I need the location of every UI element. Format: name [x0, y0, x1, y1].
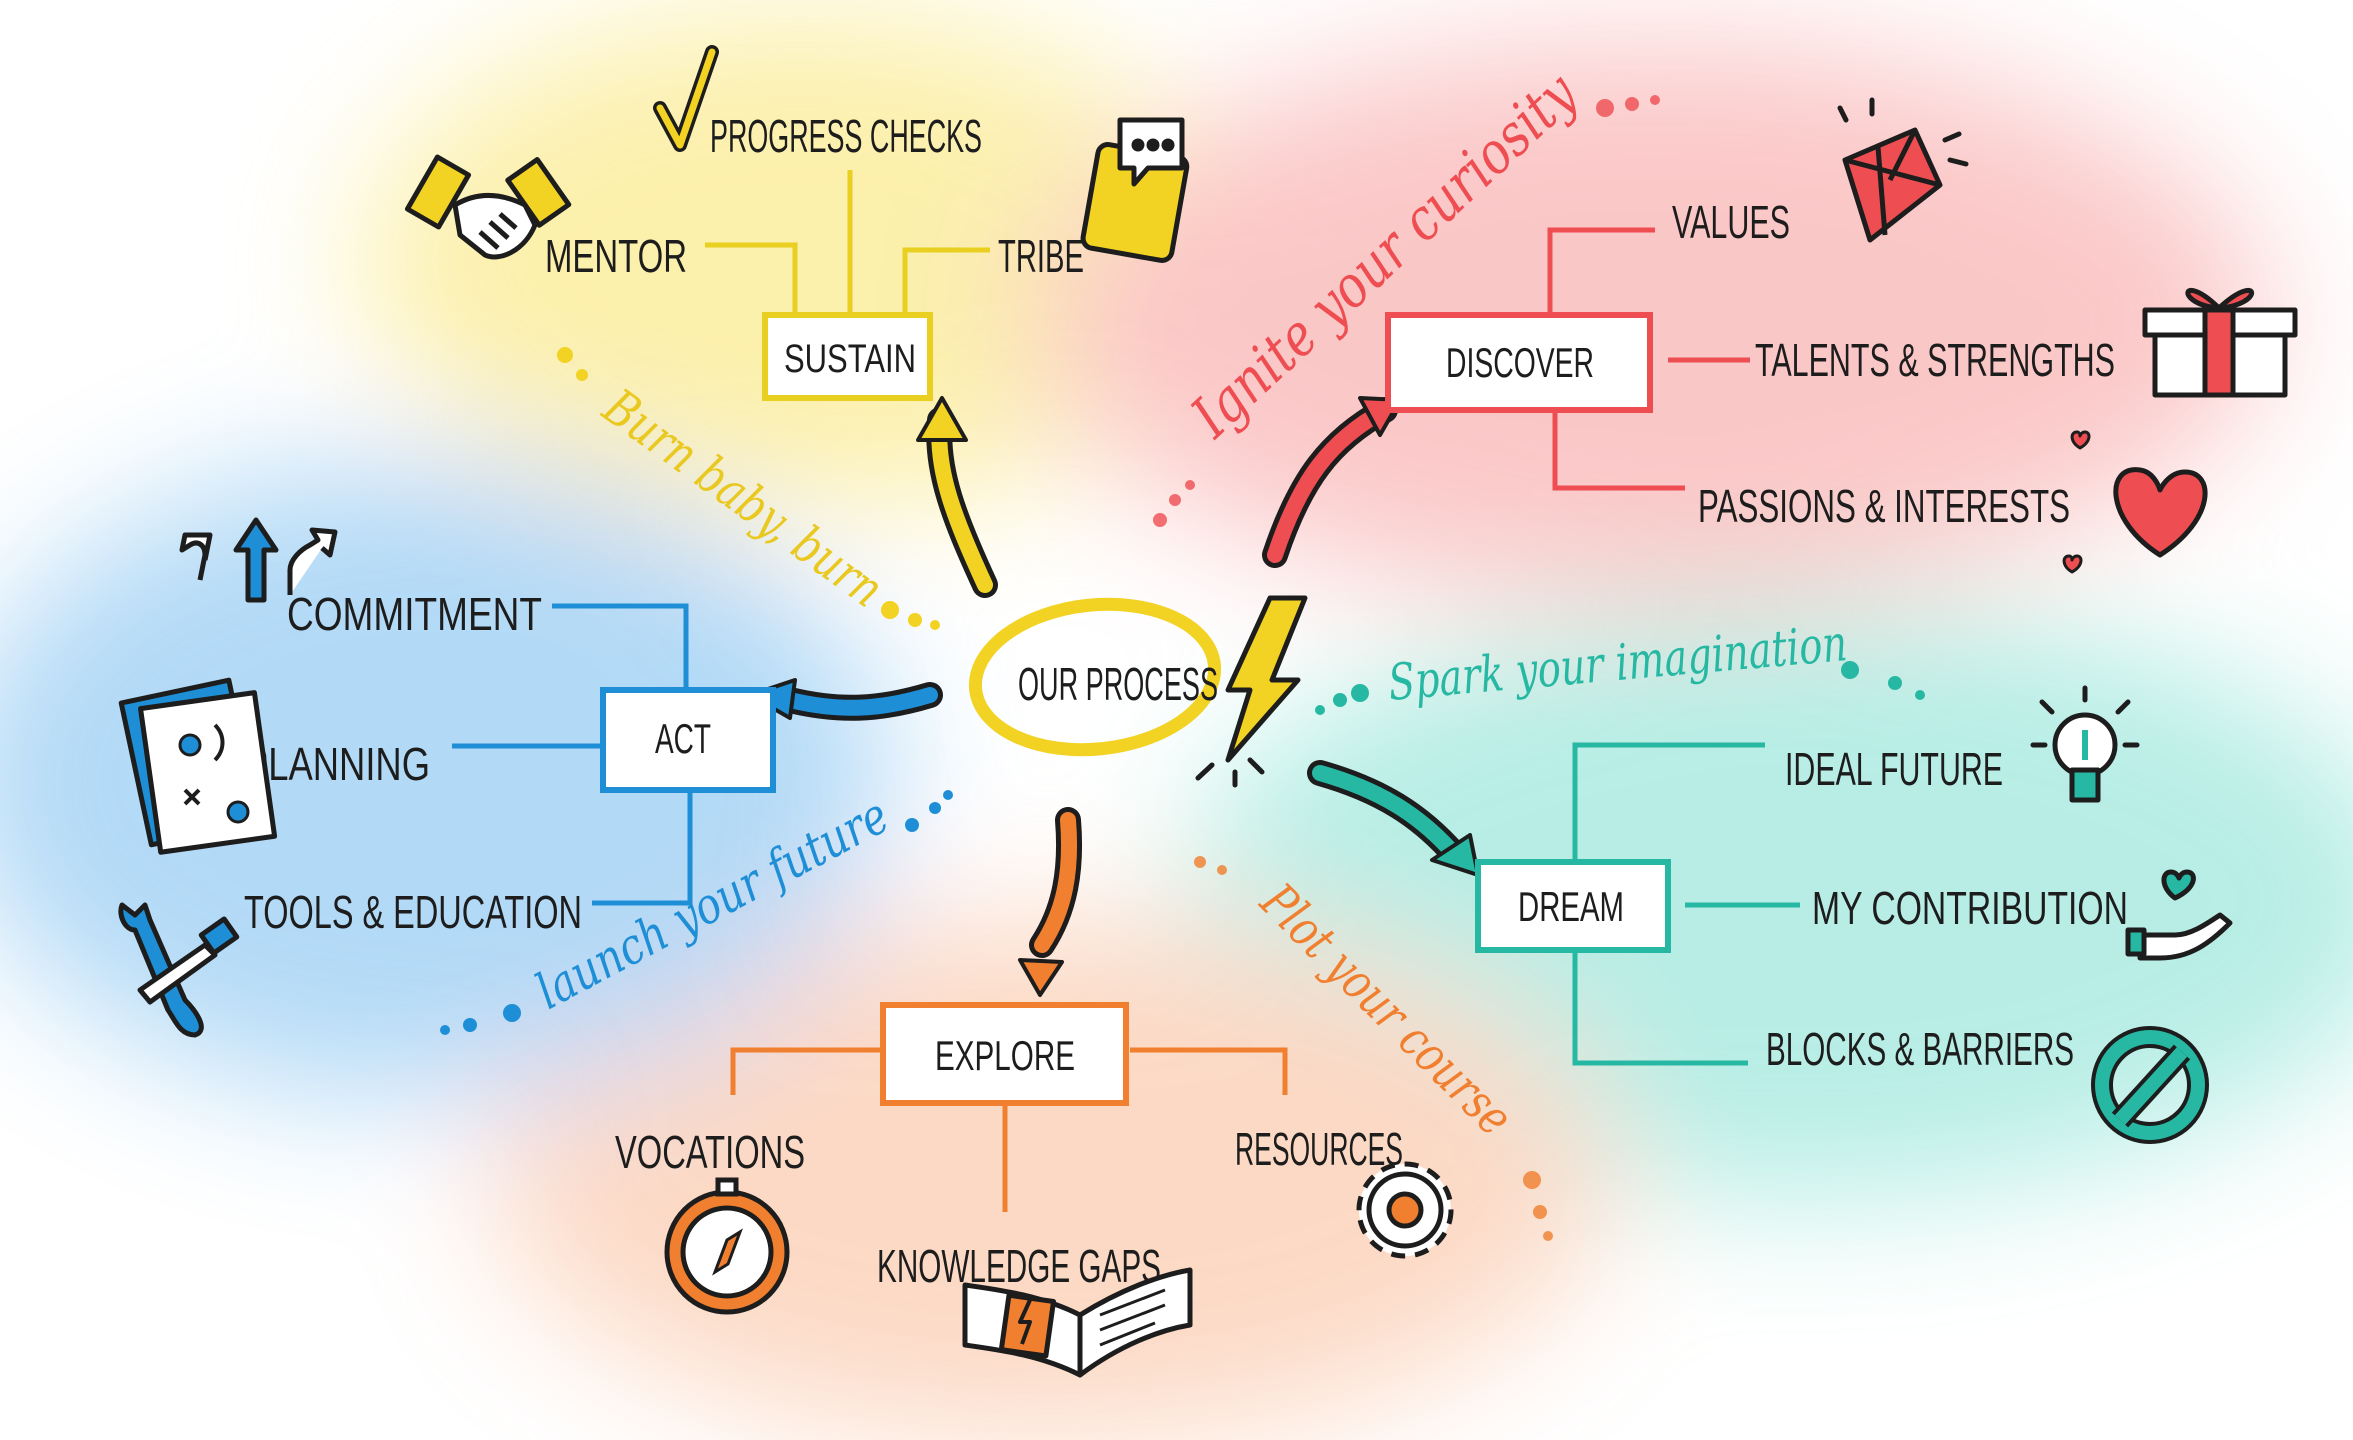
act-item-planning: PLANNING	[244, 738, 430, 790]
dream-item-blocks-barriers: BLOCKS & BARRIERS	[1766, 1023, 2074, 1075]
plan-board-icon	[118, 677, 278, 855]
lightning-bolt-icon	[1225, 595, 1308, 763]
handshake-icon	[404, 154, 572, 260]
explore-label: EXPLORE	[935, 1032, 1075, 1079]
gift-icon	[2142, 287, 2298, 398]
sustain-arrowhead	[916, 396, 968, 442]
discover-item-values: VALUES	[1672, 196, 1790, 248]
act-box	[600, 687, 776, 793]
dream-box	[1475, 859, 1671, 953]
sustain-connectors	[705, 170, 990, 312]
act-item-tools-education: TOOLS & EDUCATION	[244, 886, 582, 938]
compass-icon	[664, 1177, 790, 1315]
act-tagline-dots	[440, 790, 953, 1035]
explore-arrowhead	[1018, 958, 1064, 997]
dream-label: DREAM	[1518, 883, 1624, 930]
giving-hand-icon	[2125, 869, 2233, 961]
sustain-item-mentor: MENTOR	[545, 230, 687, 282]
sustain-label: SUSTAIN	[784, 337, 916, 381]
spark-lines	[1195, 757, 1265, 788]
explore-connectors	[730, 1047, 1288, 1212]
dream-tagline-dots	[1315, 661, 1925, 715]
chat-phone-icon	[1080, 117, 1190, 263]
discover-tagline-dots	[1153, 95, 1660, 527]
sustain-item-progress-checks: PROGRESS CHECKS	[710, 110, 982, 162]
dream-arrowhead	[1430, 833, 1480, 877]
sustain-wash	[360, 10, 1240, 510]
lightbulb-icon	[2030, 685, 2140, 803]
direction-arrows-icon	[179, 517, 338, 603]
prohibited-icon	[2091, 1026, 2209, 1144]
sustain-box	[762, 312, 933, 401]
discover-item-passions: PASSIONS & INTERESTS	[1698, 480, 2070, 532]
act-connectors	[452, 603, 693, 906]
discover-item-talents: TALENTS & STRENGTHS	[1755, 334, 2115, 386]
sustain-item-tribe: TRIBE	[998, 230, 1084, 282]
dream-item-ideal-future: IDEAL FUTURE	[1785, 743, 2003, 795]
explore-box	[880, 1002, 1129, 1106]
center-node: OUR PROCESS	[968, 595, 1308, 788]
dream-item-my-contribution: MY CONTRIBUTION	[1812, 882, 2128, 934]
explore-tagline-dots	[1194, 856, 1553, 1241]
discover-connectors	[1547, 227, 1750, 491]
center-ring	[968, 597, 1222, 757]
act-item-commitment: COMMITMENT	[287, 588, 542, 640]
heart-icon	[2062, 430, 2208, 574]
gear-icon	[1356, 1161, 1454, 1259]
dream-connectors	[1572, 742, 1800, 1066]
wrench-screwdriver-icon	[118, 902, 240, 1038]
explore-item-knowledge-gaps: KNOWLEDGE GAPS	[877, 1240, 1161, 1292]
sustain-tagline-dots	[557, 347, 940, 630]
explore-item-resources: RESOURCES	[1235, 1123, 1403, 1175]
explore-item-vocations: VOCATIONS	[615, 1126, 805, 1178]
act-label: ACT	[655, 715, 711, 762]
discover-box	[1385, 312, 1653, 413]
book-icon	[962, 1267, 1193, 1378]
discover-label: DISCOVER	[1446, 339, 1594, 386]
diamond-icon	[1837, 97, 1969, 243]
center-label: OUR PROCESS	[1018, 658, 1218, 710]
